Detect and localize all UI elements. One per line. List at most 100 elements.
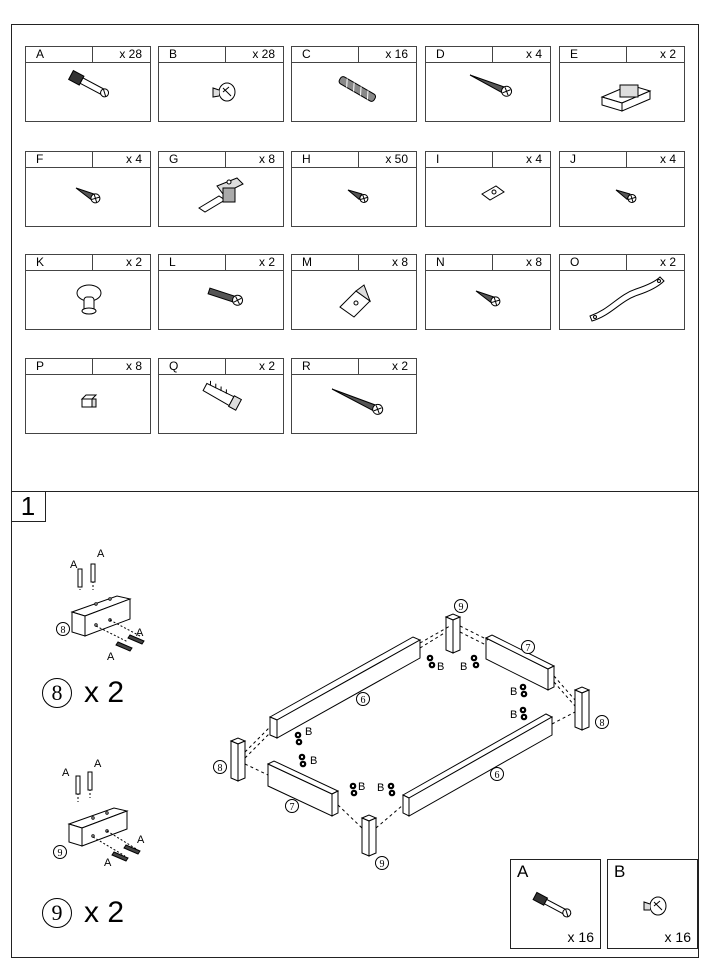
cam-b-label: B: [358, 781, 365, 793]
bed-frame: [213, 599, 609, 870]
header-divider: [92, 359, 93, 374]
part-letter: A: [36, 47, 45, 61]
long-screw-icon: [469, 74, 513, 97]
part-quantity: x 2: [258, 255, 275, 269]
end-panel-7-label: 7: [290, 802, 295, 813]
cam-b-label: B: [310, 755, 317, 767]
leg-8-subassembly: [56, 563, 145, 652]
part-letter: C: [302, 47, 311, 61]
leg-8-label: 8: [218, 763, 223, 774]
part-letter: B: [169, 47, 178, 61]
header-divider: [92, 47, 93, 62]
machine-screw-icon: [207, 287, 244, 306]
leg-8-sub-label: 8: [61, 625, 66, 636]
header-divider: [492, 152, 493, 167]
part-letter: J: [570, 152, 576, 166]
part-quantity: x 4: [125, 152, 142, 166]
sub-assembly-8-count: 8 x 2: [42, 676, 124, 710]
sub-assembly-9-count: 9 x 2: [42, 896, 124, 930]
step-number: 1: [11, 491, 46, 522]
leg-9-label: 9: [459, 602, 464, 613]
side-rail-6-label: 6: [495, 770, 500, 781]
legend-cam-lock: B x 16: [607, 859, 698, 949]
bolt-a-label: A: [94, 758, 102, 770]
part-quantity: x 50: [385, 152, 408, 166]
leg-8-label: 8: [600, 718, 605, 729]
part-letter: G: [169, 152, 179, 166]
corner-bracket-icon: [339, 284, 372, 318]
sub-assembly-9-multiplier: x 2: [84, 896, 125, 929]
part-quantity: x 2: [125, 255, 142, 269]
leg-9-label: 9: [380, 859, 385, 870]
header-divider: [358, 255, 359, 270]
part-quantity: x 28: [119, 47, 142, 61]
part-quantity: x 28: [252, 47, 275, 61]
header-divider: [626, 47, 627, 62]
part-letter: E: [570, 47, 579, 61]
hinge-icon: [198, 177, 244, 213]
part-letter: I: [436, 152, 440, 166]
header-divider: [626, 255, 627, 270]
part-letter: Q: [169, 359, 179, 373]
legend-cam-bolt: A x 16: [510, 859, 601, 949]
side-rail-6-label: 6: [361, 695, 366, 706]
frame-labels: 9 8 8 9 6 6 7 7 B B B B B B B B: [218, 602, 605, 870]
part-letter: P: [36, 359, 45, 373]
cam-b-label: B: [437, 661, 444, 673]
curved-handle-icon: [589, 276, 665, 322]
bracket-plate-icon: [481, 185, 505, 201]
part-quantity: x 4: [659, 152, 676, 166]
part-quantity: x 2: [659, 255, 676, 269]
part-letter: D: [436, 47, 445, 61]
bolt-a-label: A: [104, 857, 112, 869]
part-quantity: x 8: [525, 255, 542, 269]
header-divider: [225, 47, 226, 62]
legend-qty: x 16: [567, 929, 594, 945]
magnetic-catch-icon: [600, 84, 652, 112]
sub-assembly-8-multiplier: x 2: [84, 676, 125, 709]
small-screw-icon: [615, 189, 637, 203]
cam-bolt-icon: [67, 69, 110, 98]
cam-b-label: B: [510, 686, 517, 698]
header-divider: [358, 152, 359, 167]
wall-plug-icon: [202, 380, 243, 411]
short-screw-icon: [75, 187, 101, 204]
part-letter: R: [302, 359, 311, 373]
leg-9-sub-label: 9: [58, 848, 63, 859]
part-letter: M: [302, 255, 312, 269]
bolt-a-label: A: [137, 834, 145, 846]
part-quantity: x 4: [525, 47, 542, 61]
header-divider: [626, 152, 627, 167]
knob-icon: [76, 284, 102, 315]
header-divider: [358, 47, 359, 62]
short-screw-icon: [475, 290, 501, 307]
part-letter: L: [169, 255, 176, 269]
part-letter: H: [302, 152, 311, 166]
bolt-a-label: A: [136, 627, 144, 639]
cam-b-label: B: [460, 661, 467, 673]
part-letter: K: [36, 255, 45, 269]
bolt-a-label: A: [62, 767, 70, 779]
part-letter: F: [36, 152, 44, 166]
part-quantity: x 2: [659, 47, 676, 61]
part-quantity: x 16: [385, 47, 408, 61]
